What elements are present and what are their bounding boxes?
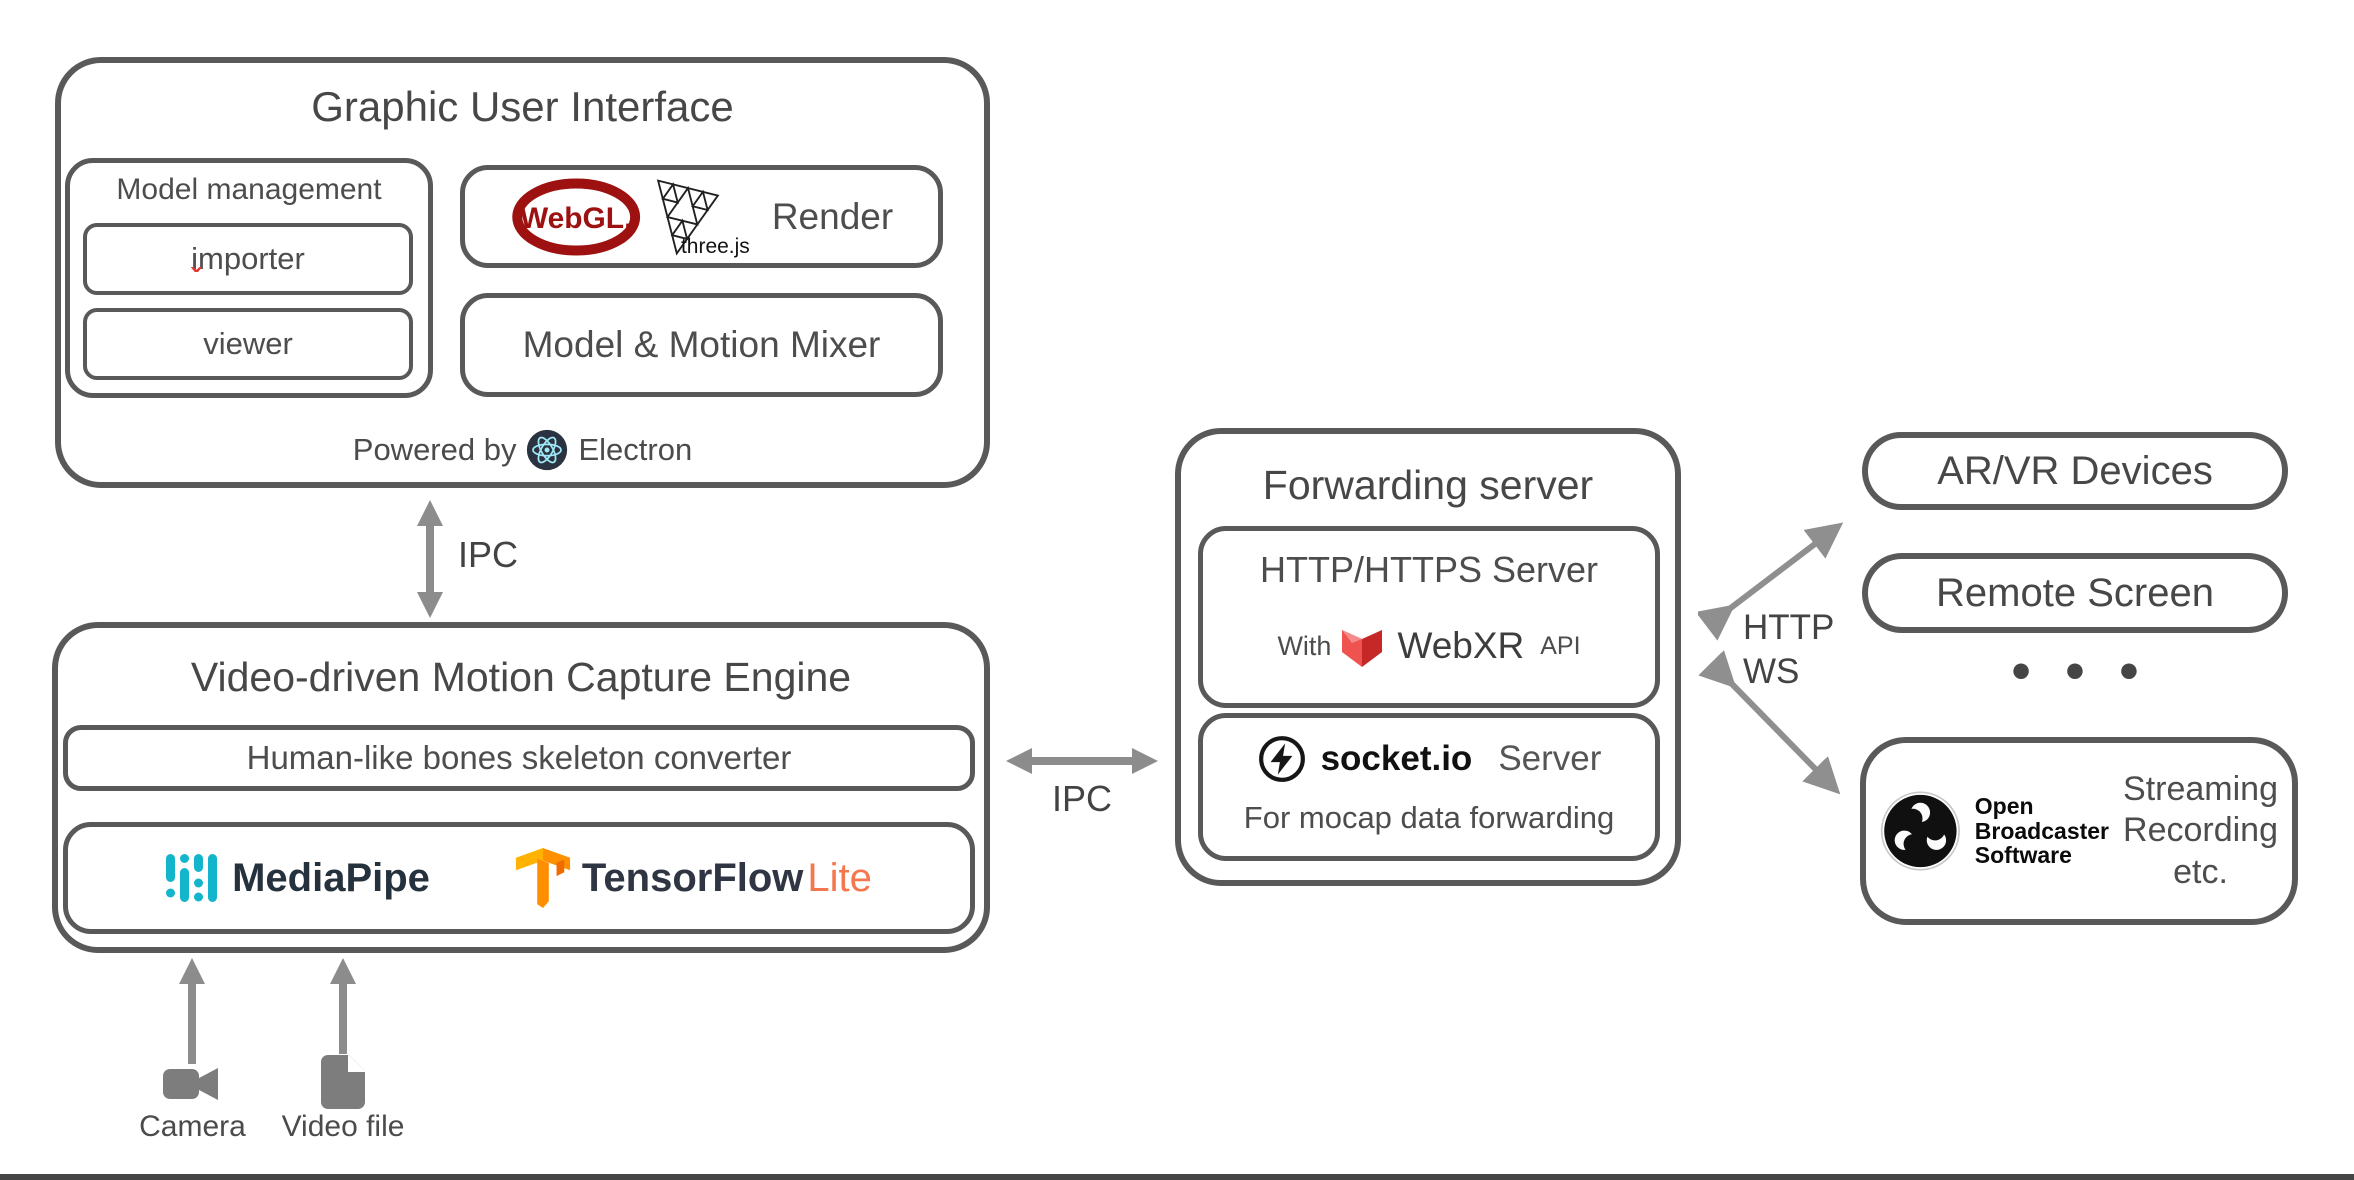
obs-brand-text: Open Broadcaster Software [1975, 794, 2109, 868]
gui-title: Graphic User Interface [311, 83, 734, 130]
mediapipe-icon [166, 854, 218, 902]
gui-box: Graphic User Interface Model management … [55, 57, 990, 488]
electron-label: Electron [578, 432, 693, 467]
obs-icon [1880, 791, 1960, 871]
obs-brand-line3: Software [1974, 842, 2072, 869]
mixer-label: Model & Motion Mixer [522, 324, 881, 365]
remote-screen-box: Remote Screen [1862, 553, 2288, 633]
converter-label: Human-like bones skeleton converter [246, 739, 792, 776]
forwarding-server-title: Forwarding server [1262, 462, 1594, 508]
obs-box: Open Broadcaster Software Streaming Reco… [1860, 737, 2298, 925]
with-label: With [1277, 630, 1332, 661]
render-box: WebGL. three.js Render [460, 165, 943, 268]
ml-frameworks-box: MediaPipe TensorFlow Lite [63, 822, 975, 934]
mixer-box: Model & Motion Mixer [460, 293, 943, 397]
bottom-window-edge [0, 1174, 2354, 1180]
viewer-box: viewer [83, 308, 413, 380]
importer-label: importer [191, 241, 305, 276]
video-file-label: Video file [281, 1110, 405, 1143]
viewer-label: viewer [203, 326, 293, 361]
arvr-devices-label: AR/VR Devices [1937, 448, 2213, 493]
model-management-box: Model management importer ˇ viewer [65, 158, 433, 398]
engine-title: Video-driven Motion Capture Engine [190, 654, 852, 700]
render-label: Render [771, 195, 894, 237]
socket-server-label: Server [1498, 739, 1602, 778]
webxr-label: WebXR [1397, 625, 1525, 666]
tensorflow-logo: TensorFlow Lite [514, 846, 872, 910]
camera-icon [163, 1068, 218, 1100]
obs-brand-line1: Open [1974, 793, 2034, 820]
webxr-row: With WebXR API [1203, 615, 1655, 677]
video-file-arrow [330, 958, 356, 1054]
camera-label: Camera [139, 1110, 246, 1143]
socketio-label: socket.io [1320, 739, 1473, 778]
ipc-horizontal-label: IPC [1051, 778, 1112, 819]
socket-row: socket.io Server [1203, 730, 1655, 788]
remote-screen-label: Remote Screen [1936, 570, 2214, 615]
threejs-label: three.js [680, 234, 750, 258]
mediapipe-logo: MediaPipe [166, 850, 430, 906]
http-server-box: HTTP/HTTPS Server With WebXR API [1198, 526, 1660, 708]
arvr-devices-box: AR/VR Devices [1862, 432, 2288, 510]
model-management-title: Model management [116, 173, 382, 206]
threejs-triangle-icon [656, 178, 720, 256]
camera-arrow [179, 958, 205, 1064]
video-file-icon [321, 1054, 366, 1109]
http-server-title: HTTP/HTTPS Server [1259, 549, 1599, 590]
ipc-vertical-label: IPC [458, 534, 519, 575]
socket-server-box: socket.io Server For mocap data forwardi… [1198, 713, 1660, 861]
socket-subtitle: For mocap data forwarding [1243, 800, 1615, 835]
ipc-vertical-arrow [417, 500, 443, 618]
socketio-icon [1258, 736, 1305, 782]
obs-desc-line1: Streaming [2123, 769, 2278, 808]
converter-box: Human-like bones skeleton converter [63, 725, 975, 791]
powered-by-label: Powered by [352, 432, 517, 467]
threejs-logo: three.js [646, 175, 750, 259]
ws-label: WS [1743, 652, 1800, 691]
webgl-text: WebGL. [520, 201, 632, 234]
tensorflow-label: TensorFlow [581, 855, 804, 900]
tensorflow-icon [515, 848, 570, 908]
obs-brand-line2: Broadcaster [1974, 817, 2110, 844]
obs-desc-line3: etc. [2173, 852, 2228, 891]
ipc-horizontal-arrow [1006, 748, 1158, 774]
powered-by-row: Powered by Electron [61, 425, 984, 475]
mediapipe-label: MediaPipe [232, 855, 430, 900]
forwarding-server-box: Forwarding server HTTP/HTTPS Server With… [1175, 428, 1681, 886]
webgl-logo: WebGL. [512, 177, 640, 256]
api-label: API [1540, 631, 1581, 660]
electron-icon [527, 429, 568, 471]
tensorflow-lite-label: Lite [807, 855, 872, 900]
http-label: HTTP [1743, 608, 1835, 647]
obs-desc-line2: Recording [2123, 811, 2278, 850]
importer-box: importer ˇ [83, 223, 413, 295]
more-clients-ellipsis: • • • [2011, 641, 2149, 701]
obs-description: Streaming Recording etc. [2123, 769, 2278, 893]
http-ws-arrows [1698, 522, 1844, 795]
engine-box: Video-driven Motion Capture Engine Human… [52, 622, 990, 953]
webxr-icon [1342, 630, 1383, 667]
spellcheck-mark: ˇ [191, 263, 201, 296]
